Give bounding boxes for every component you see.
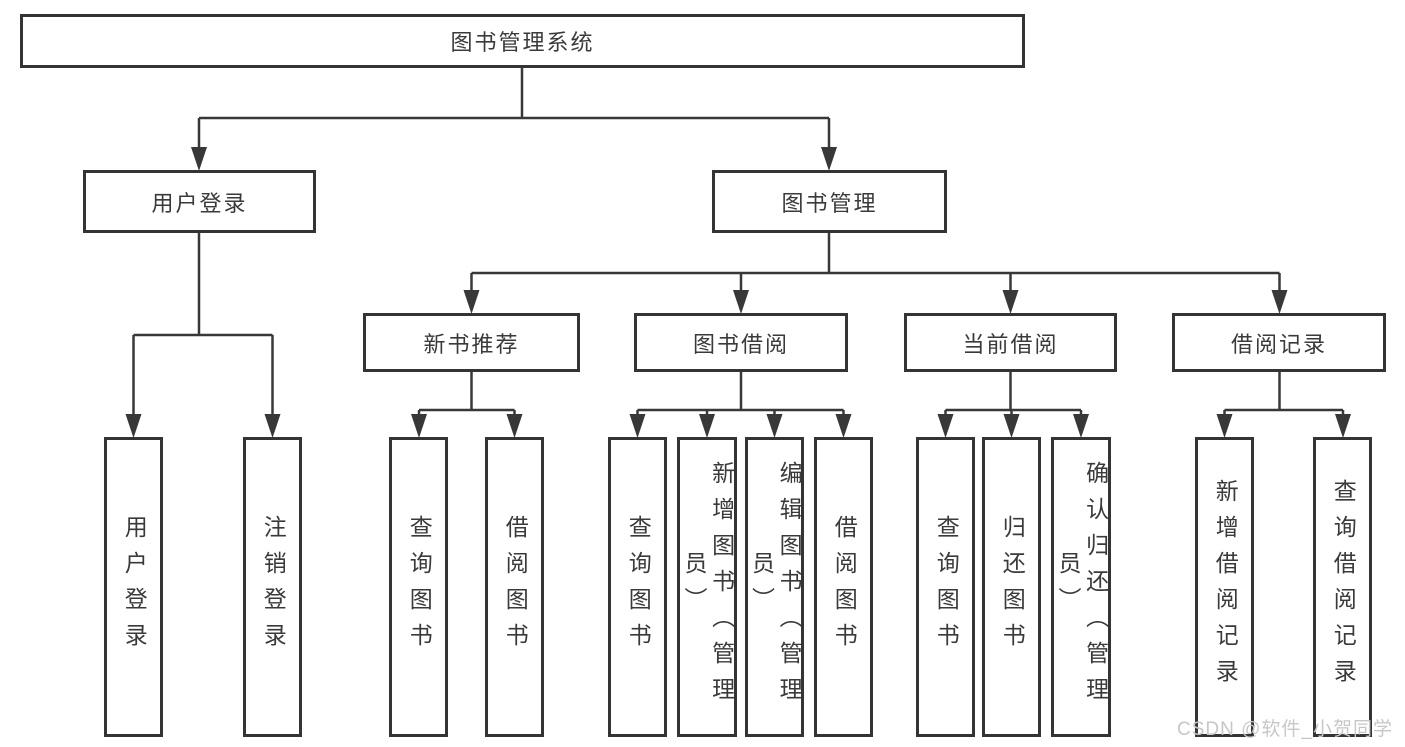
node-current-borrow: 当前借阅 bbox=[904, 313, 1117, 372]
leaf-add-book-admin: 新增图书（管理员） bbox=[677, 437, 737, 737]
leaf-borrow-query-book-label: 查询图书 bbox=[625, 515, 652, 659]
node-book-borrow-label: 图书借阅 bbox=[692, 331, 789, 357]
node-root-label: 图书管理系统 bbox=[450, 30, 595, 55]
node-current-borrow-label: 当前借阅 bbox=[962, 331, 1059, 357]
leaf-recommend-query-book-label: 查询图书 bbox=[406, 515, 433, 659]
leaf-borrow-book: 借阅图书 bbox=[814, 437, 873, 737]
leaf-borrow-query-book: 查询图书 bbox=[608, 437, 667, 737]
node-user-login: 用户登录 bbox=[83, 170, 316, 233]
leaf-add-book-admin-label: 新增图书（管理员） bbox=[681, 461, 735, 713]
leaf-logout-label: 注销登录 bbox=[260, 515, 287, 659]
leaf-current-query-book-label: 查询图书 bbox=[933, 515, 960, 659]
leaf-confirm-return-admin: 确认归还（管理员） bbox=[1051, 437, 1111, 737]
leaf-add-borrow-record-label: 新增借阅记录 bbox=[1212, 479, 1239, 695]
leaf-recommend-borrow-book: 借阅图书 bbox=[485, 437, 544, 737]
leaf-query-borrow-record: 查询借阅记录 bbox=[1313, 437, 1372, 737]
node-book-manage: 图书管理 bbox=[712, 170, 947, 233]
node-new-book-recommend-label: 新书推荐 bbox=[423, 331, 520, 357]
node-new-book-recommend: 新书推荐 bbox=[363, 313, 580, 372]
node-borrow-record: 借阅记录 bbox=[1172, 313, 1386, 372]
leaf-return-book-label: 归还图书 bbox=[999, 515, 1026, 659]
leaf-user-login-label: 用户登录 bbox=[121, 515, 148, 659]
leaf-edit-book-admin-label: 编辑图书（管理员） bbox=[748, 461, 803, 713]
node-root: 图书管理系统 bbox=[20, 14, 1025, 68]
leaf-current-query-book: 查询图书 bbox=[916, 437, 975, 737]
leaf-confirm-return-admin-label: 确认归还（管理员） bbox=[1055, 461, 1109, 713]
node-borrow-record-label: 借阅记录 bbox=[1230, 331, 1327, 357]
leaf-logout: 注销登录 bbox=[243, 437, 302, 737]
leaf-user-login: 用户登录 bbox=[104, 437, 163, 737]
leaf-borrow-book-label: 借阅图书 bbox=[831, 515, 858, 659]
arrowheads bbox=[125, 147, 1351, 438]
leaf-return-book: 归还图书 bbox=[982, 437, 1041, 737]
leaf-recommend-query-book: 查询图书 bbox=[389, 437, 448, 737]
leaf-add-borrow-record: 新增借阅记录 bbox=[1195, 437, 1254, 737]
csdn-watermark: CSDN @软件_小贺同学 bbox=[1177, 719, 1393, 740]
node-book-borrow: 图书借阅 bbox=[634, 313, 848, 372]
node-user-login-label: 用户登录 bbox=[151, 190, 248, 216]
node-book-manage-label: 图书管理 bbox=[781, 190, 878, 216]
leaf-recommend-borrow-book-label: 借阅图书 bbox=[502, 515, 529, 659]
leaf-edit-book-admin: 编辑图书（管理员） bbox=[745, 437, 804, 737]
leaf-query-borrow-record-label: 查询借阅记录 bbox=[1330, 479, 1357, 695]
